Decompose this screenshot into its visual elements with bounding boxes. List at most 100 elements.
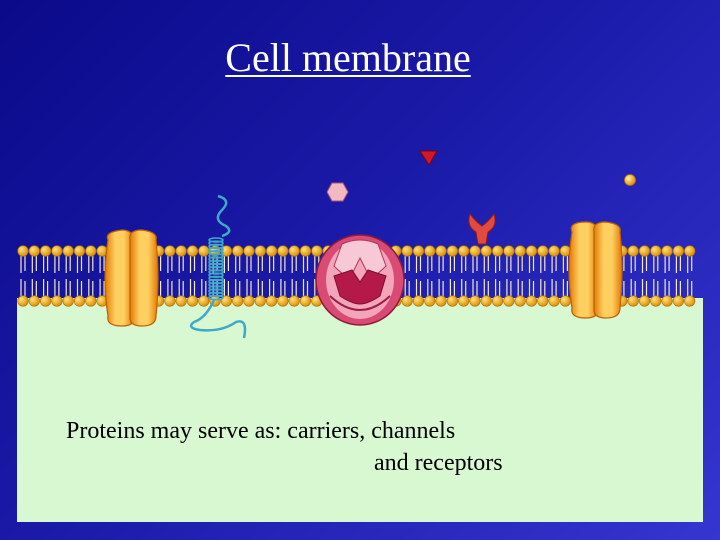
- lipid-tail: [404, 256, 410, 273]
- phospholipid-head: [684, 295, 696, 307]
- lipid-tail: [641, 279, 648, 296]
- phospholipid-head: [525, 295, 538, 307]
- lipid-tail: [88, 256, 94, 273]
- phospholipid-head: [299, 245, 312, 257]
- lipid-tail: [483, 279, 489, 296]
- lipid-tail: [687, 279, 693, 296]
- phospholipid-head: [435, 295, 447, 307]
- phospholipid-head: [164, 295, 176, 307]
- phospholipid-head: [232, 295, 244, 307]
- phospholipid-head: [39, 295, 52, 307]
- lipid-tail: [687, 256, 693, 273]
- phospholipid-head: [684, 245, 696, 257]
- lipid-tail: [235, 279, 241, 296]
- phospholipid-head: [548, 295, 560, 307]
- lipid-tail: [438, 279, 444, 296]
- phospholipid-head: [62, 295, 74, 307]
- lipid-tail: [246, 279, 252, 296]
- phospholipid-head: [458, 245, 470, 257]
- phospholipid-head: [243, 295, 255, 307]
- lipid-tail: [20, 279, 26, 296]
- lipid-tail: [223, 279, 229, 296]
- receptor-protein: [468, 212, 496, 245]
- lipid-tail: [517, 279, 523, 296]
- small-ball-molecule: [624, 174, 636, 186]
- lipid-tail: [65, 279, 71, 296]
- phospholipid-head: [73, 295, 86, 307]
- phospholipid-head: [85, 295, 97, 307]
- phospholipid-head: [412, 295, 425, 307]
- lipid-tail: [415, 279, 422, 296]
- phospholipid-head: [525, 245, 538, 257]
- phospholipid-head: [492, 245, 504, 257]
- lipid-tail: [641, 256, 648, 273]
- lipid-tail: [291, 256, 297, 273]
- lipid-tail: [675, 256, 681, 273]
- phospholipid-head: [650, 245, 662, 257]
- lipid-tail: [201, 279, 207, 296]
- phospholipid-head: [266, 295, 278, 307]
- lipid-tail: [449, 279, 455, 296]
- lipid-tail: [438, 256, 444, 273]
- lipid-tail: [88, 279, 94, 296]
- phospholipid-head: [186, 295, 199, 307]
- phospholipid-head: [198, 295, 210, 307]
- phospholipid-head: [17, 295, 29, 307]
- phospholipid-head: [627, 245, 639, 257]
- protein-helix-turn: [208, 278, 224, 285]
- lipid-tail: [551, 256, 557, 273]
- glycoprotein: [189, 194, 247, 339]
- phospholipid-head: [254, 295, 266, 307]
- phospholipid-head: [627, 295, 639, 307]
- phospholipid-head: [220, 295, 232, 307]
- lipid-tail: [76, 279, 83, 296]
- lipid-tail: [664, 279, 670, 296]
- lipid-tail: [483, 256, 489, 273]
- phospholipid-head: [17, 245, 29, 257]
- carrier-protein: [315, 234, 405, 326]
- lipid-tail: [630, 256, 636, 273]
- lipid-tail: [461, 256, 467, 273]
- phospholipid-head: [638, 245, 651, 257]
- phospholipid-head: [537, 245, 549, 257]
- phospholipid-head: [288, 295, 300, 307]
- lipid-tail: [562, 279, 568, 296]
- phospholipid-head: [266, 245, 278, 257]
- lipid-tail: [257, 279, 263, 296]
- phospholipid-head: [458, 295, 470, 307]
- protein-helix-turn: [208, 256, 224, 263]
- phospholipid-head: [661, 245, 673, 257]
- lipid-tail: [43, 256, 49, 273]
- lipid-tail: [449, 256, 455, 273]
- lipid-tail: [427, 256, 433, 273]
- lipid-tail: [54, 279, 60, 296]
- lipid-tail: [506, 256, 512, 273]
- lipid-tail: [415, 256, 422, 273]
- lipid-tail: [291, 279, 297, 296]
- phospholipid-head: [672, 295, 685, 307]
- phospholipid-head: [638, 295, 651, 307]
- phospholipid-head: [85, 245, 97, 257]
- lipid-tail: [675, 279, 681, 296]
- cytoplasm-area: [17, 298, 703, 522]
- phospholipid-head: [537, 295, 549, 307]
- lipid-tail: [528, 279, 535, 296]
- phospholipid-head: [424, 295, 436, 307]
- lipid-tail: [472, 279, 478, 296]
- phospholipid-head: [175, 245, 187, 257]
- phospholipid-head: [503, 245, 515, 257]
- lipid-tail: [223, 256, 229, 273]
- lipid-tail: [528, 256, 535, 273]
- phospholipid-head: [559, 295, 572, 307]
- phospholipid-head: [28, 295, 40, 307]
- phospholipid-head: [401, 245, 413, 257]
- protein-helix-turn: [208, 262, 224, 269]
- lipid-tail: [427, 279, 433, 296]
- lipid-tail: [506, 279, 512, 296]
- lipid-tail: [280, 256, 286, 273]
- protein-helix-turn: [208, 272, 224, 279]
- phospholipid-head: [514, 295, 526, 307]
- lipid-tail: [302, 279, 309, 296]
- triangle-signal-molecule: [419, 150, 438, 166]
